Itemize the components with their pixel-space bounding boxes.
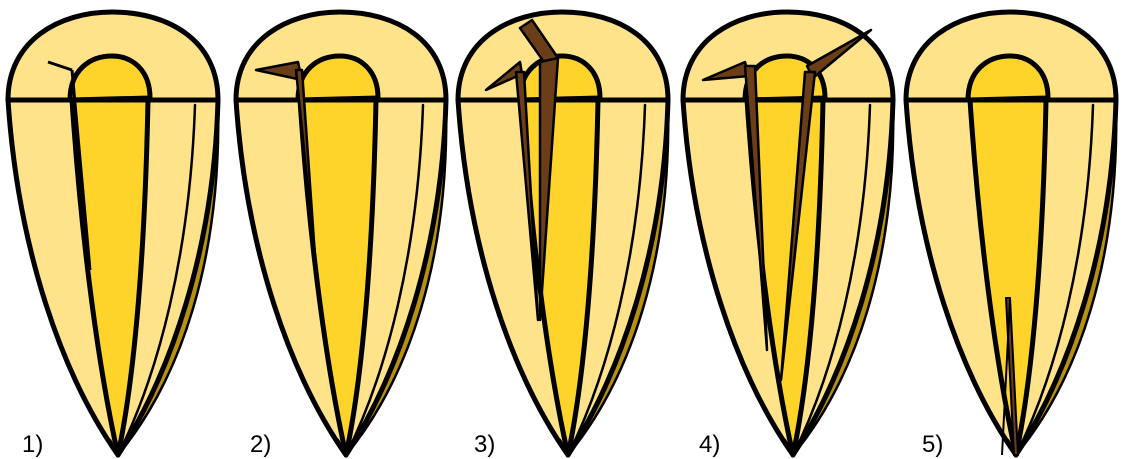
tooth-panel-3: 3) xyxy=(458,12,668,458)
panel-label-3: 3) xyxy=(474,431,495,458)
panel-label-5: 5) xyxy=(922,431,943,458)
panel-label-2: 2) xyxy=(250,431,271,458)
tooth-panel-4: 4) xyxy=(683,12,893,458)
tooth-panel-1: 1) xyxy=(8,12,218,458)
tooth-panel-2: 2) xyxy=(236,12,446,458)
panel-label-1: 1) xyxy=(22,431,43,458)
panel-label-4: 4) xyxy=(699,431,720,458)
tooth-panel-5: 5) xyxy=(906,12,1116,458)
